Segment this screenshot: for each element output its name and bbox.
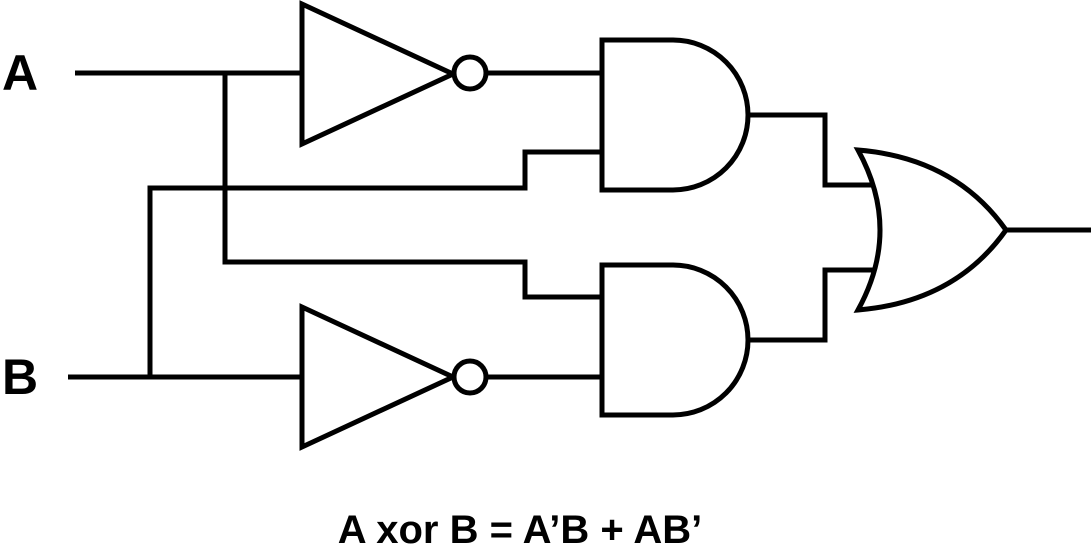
or-gate — [853, 147, 1010, 313]
and-gate-bottom-body — [599, 262, 751, 418]
caption: A xor B = A’B + AB’ — [338, 508, 703, 552]
wire-and-bottom-to-or — [748, 267, 874, 343]
and-gate-bottom — [599, 262, 751, 418]
and-gate-top-body — [599, 37, 751, 193]
not-gate-top — [299, 0, 489, 148]
input-a-label: A — [2, 45, 38, 101]
wire-b-branch-to-and-top — [147, 149, 605, 377]
wire-a-branch-to-and-bottom — [222, 73, 605, 300]
or-gate-body — [853, 147, 1010, 313]
wire-and-top-to-or — [748, 112, 874, 188]
not-gate-bottom-triangle — [299, 303, 459, 451]
not-gate-bottom — [299, 303, 489, 451]
not-gate-top-triangle — [299, 0, 459, 148]
not-gate-top-bubble-icon — [451, 54, 489, 92]
wires — [68, 70, 1091, 380]
not-gate-bottom-bubble-icon — [451, 358, 489, 396]
input-b-label: B — [2, 349, 38, 405]
and-gate-top — [599, 37, 751, 193]
